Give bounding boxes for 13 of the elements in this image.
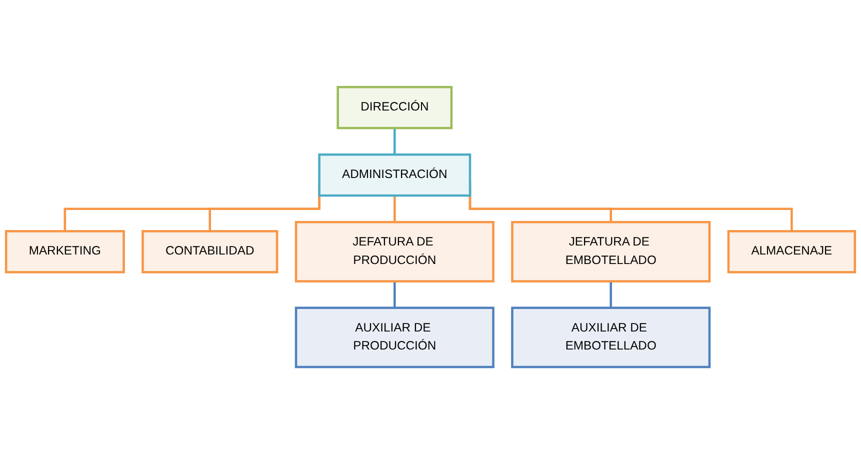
node-box: DIRECCIÓN — [336, 86, 453, 130]
node-box: JEFATURA DE PRODUCCIÓN — [294, 220, 494, 282]
node-box: CONTABILIDAD — [142, 230, 278, 274]
node-box: AUXILIAR DE PRODUCCIÓN — [294, 306, 494, 368]
connector — [394, 281, 396, 309]
connector — [394, 128, 396, 156]
node-box: AUXILIAR DE EMBOTELLADO — [511, 306, 711, 368]
node-box: ADMINISTRACIÓN — [318, 153, 472, 197]
connector — [610, 281, 612, 309]
node-box: JEFATURA DE EMBOTELLADO — [511, 220, 711, 282]
node-box: MARKETING — [4, 230, 125, 274]
connector — [394, 196, 396, 224]
node-box: ALMACENAJE — [727, 230, 856, 274]
